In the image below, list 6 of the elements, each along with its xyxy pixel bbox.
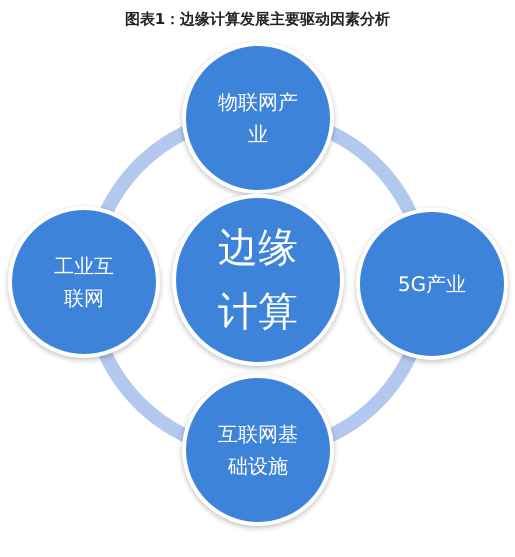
circle-node: 物联网产业 bbox=[186, 46, 330, 190]
circle-node: 5G产业 bbox=[360, 212, 504, 356]
circle-node: 工业互联网 bbox=[12, 210, 156, 354]
circle-node: 边缘计算 bbox=[176, 198, 340, 362]
title: 图表1：边缘计算发展主要驱动因素分析 bbox=[124, 10, 392, 29]
circle-node: 互联网基础设施 bbox=[186, 378, 330, 522]
